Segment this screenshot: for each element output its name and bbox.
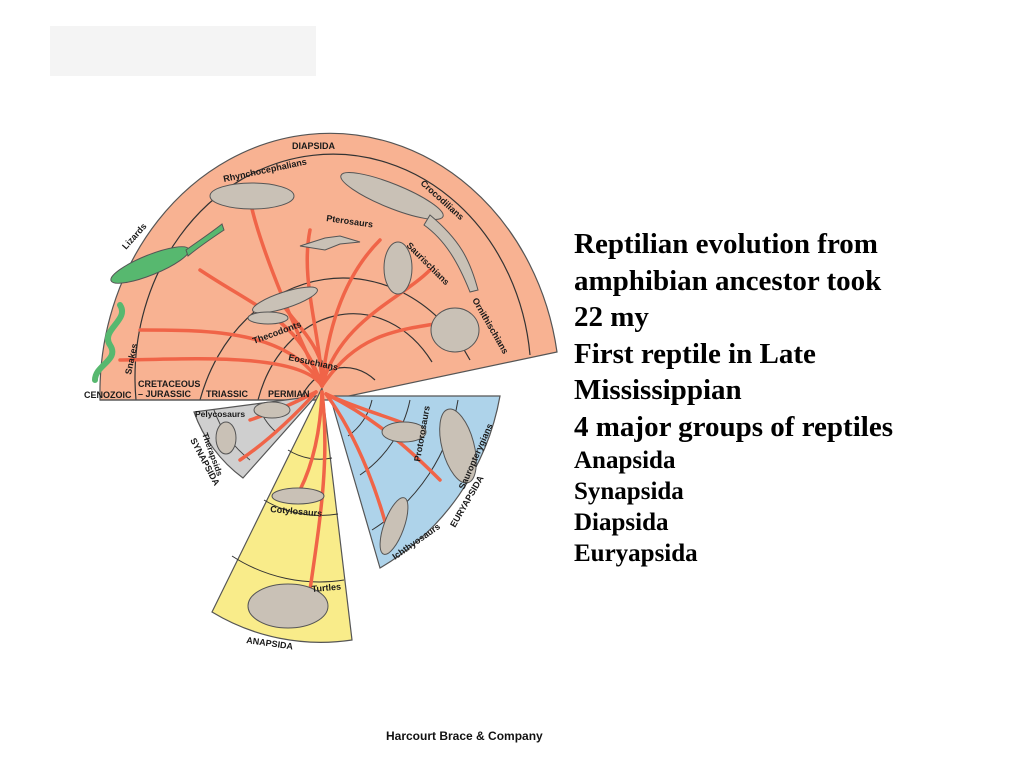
rhynchocephalian-illustration xyxy=(209,182,295,210)
text-line: 22 my xyxy=(574,301,649,333)
cotylosaurs-label: Cotylosaurs xyxy=(270,504,323,518)
text-line: 4 major groups of reptiles xyxy=(574,410,893,443)
pelycosaurs-label: Pelycosaurs xyxy=(195,409,245,419)
anapsida-era-arc xyxy=(263,499,339,516)
therapsid-illustration xyxy=(215,421,237,455)
permian-era-label: PERMIAN xyxy=(268,389,310,399)
text-line: amphibian ancestor took xyxy=(574,264,882,297)
sauropterygian-illustration xyxy=(439,408,477,484)
pterosaur-illustration xyxy=(299,235,361,251)
cotylosaur-illustration xyxy=(271,487,325,505)
group-list-item: Anapsida xyxy=(574,447,676,474)
saurischian-illustration xyxy=(383,241,413,295)
crocodilian-tail-illustration xyxy=(423,214,479,293)
anapsida-era-arc xyxy=(231,555,345,583)
ichthyosaur-illustration xyxy=(379,497,409,555)
eosuchian-illustration xyxy=(247,311,289,325)
text-line: Mississippian xyxy=(574,374,742,406)
diapsida-group-label: DIAPSIDA xyxy=(292,141,336,151)
thecodont-illustration xyxy=(252,286,318,314)
triassic-era-label: TRIASSIC xyxy=(206,389,249,399)
group-list-item: Synapsida xyxy=(574,478,684,505)
turtle-illustration xyxy=(247,583,329,629)
anapsida-sector xyxy=(211,385,353,643)
publisher-credit: Harcourt Brace & Company xyxy=(386,729,543,743)
text-line: Reptilian evolution from xyxy=(574,228,878,260)
group-list-item: Diapsida xyxy=(574,509,669,536)
protorosaur-illustration xyxy=(381,421,427,443)
slide-text-block: Reptilian evolution from amphibian ances… xyxy=(574,226,1024,569)
snake-illustration xyxy=(92,302,125,383)
animal-illustrations xyxy=(92,172,480,629)
cenozoic-era-label: CENOZOIC xyxy=(84,390,132,400)
group-list-item: Euryapsida xyxy=(574,540,698,567)
diapsida-era-arc xyxy=(134,153,531,401)
crocodilian-illustration xyxy=(340,172,444,220)
ornithischian-illustration xyxy=(430,307,480,353)
jurassic-era-label: – JURASSIC xyxy=(138,389,192,399)
anapsida-era-arc xyxy=(287,449,333,460)
text-line: First reptile in Late xyxy=(574,337,816,370)
pelycosaur-illustration xyxy=(253,401,291,419)
synapsida-sector xyxy=(193,395,318,479)
title-placeholder-box xyxy=(50,26,316,76)
cretaceous-era-label: CRETACEOUS xyxy=(138,379,200,389)
turtles-label: Turtles xyxy=(311,581,341,594)
lizard-tail-illustration xyxy=(185,223,225,257)
